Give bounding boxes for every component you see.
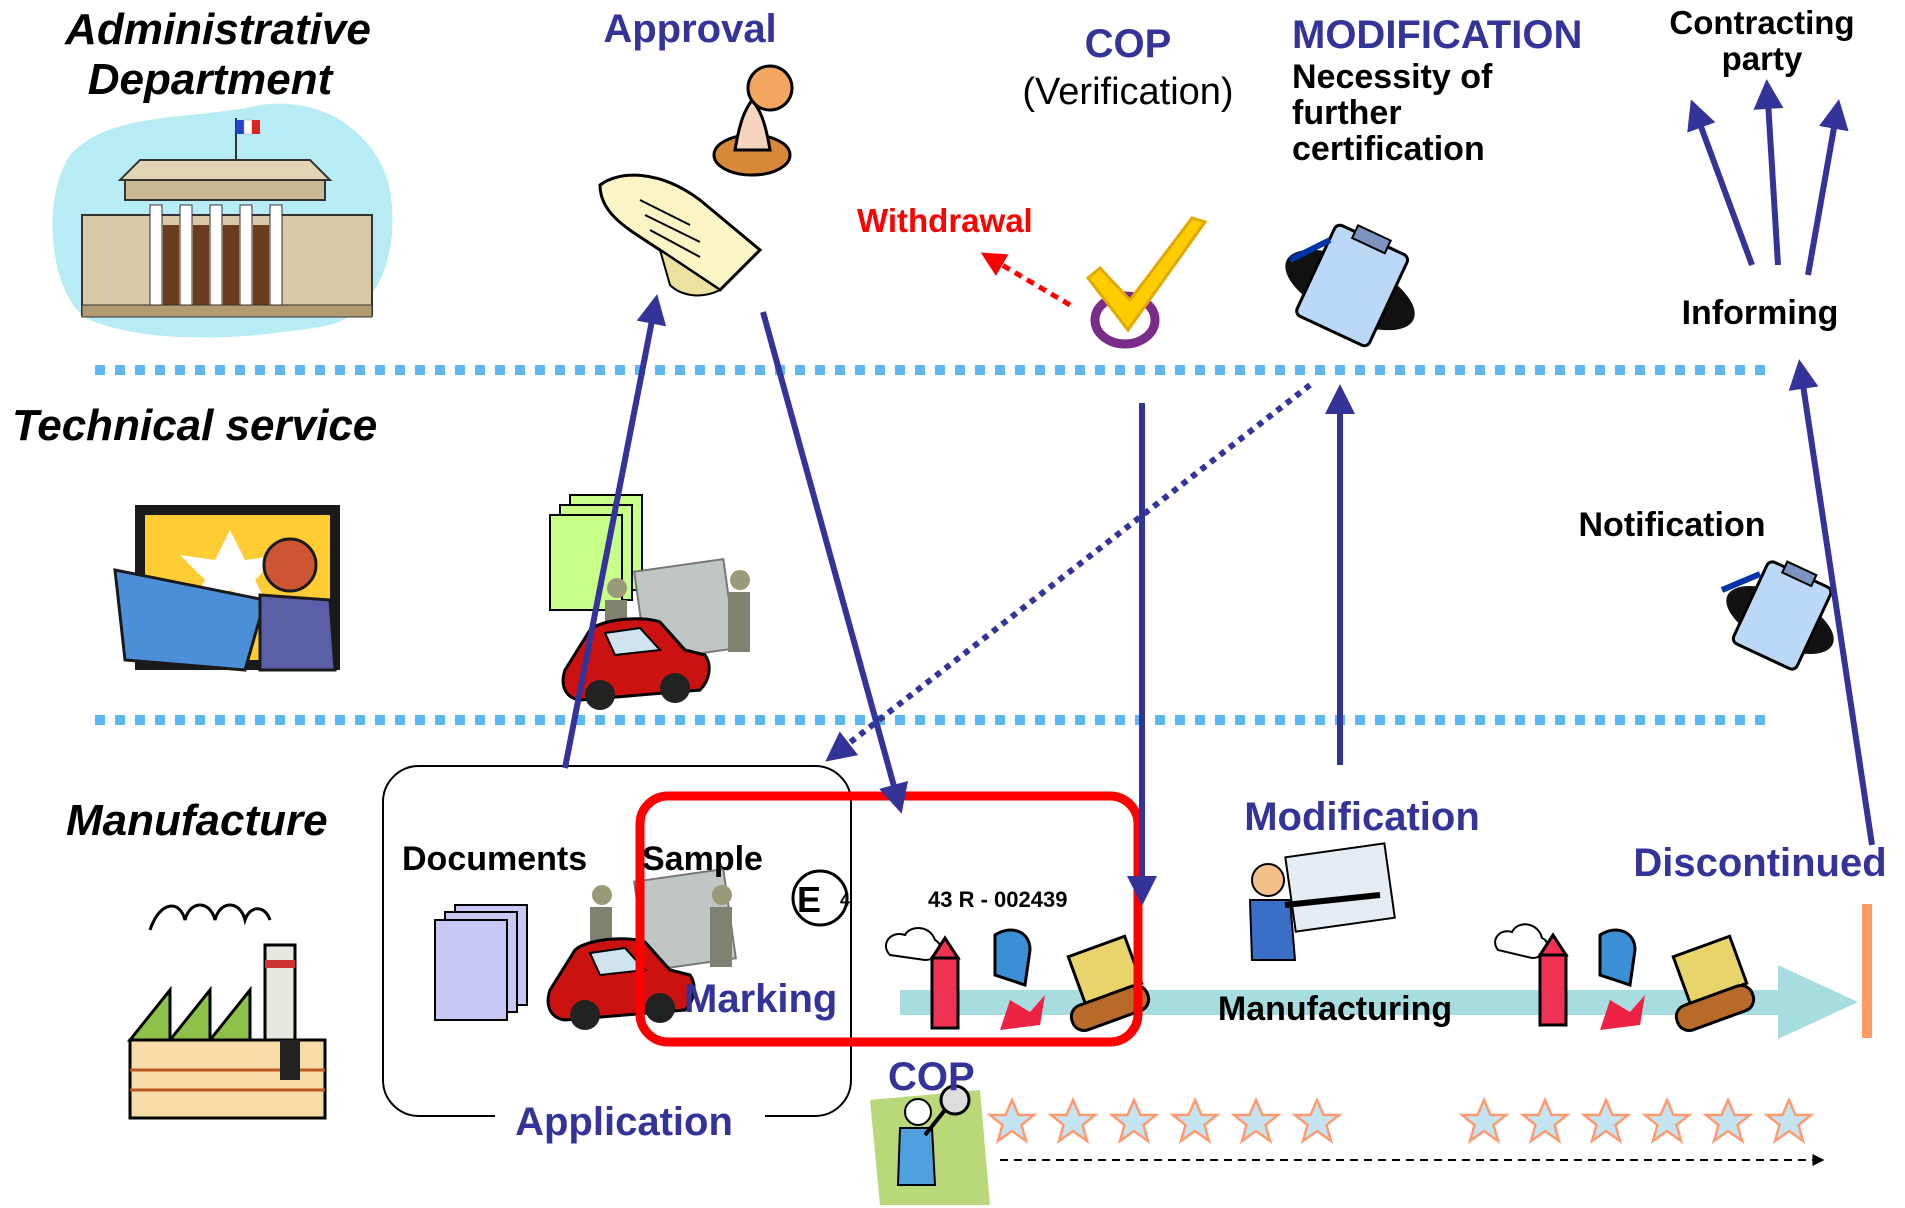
engineer-drawing-icon [113, 505, 340, 672]
production-line-icon [885, 927, 1151, 1033]
cop-bottom-label: COP [888, 1055, 975, 1099]
contracting-party-1: Contracting [1669, 4, 1854, 41]
cop-stars-left [988, 1098, 1341, 1143]
star-icon [1049, 1098, 1097, 1143]
withdrawal-label: Withdrawal [857, 202, 1033, 239]
arrow-withdrawal [980, 252, 1072, 308]
discontinued-bar [1862, 904, 1872, 1038]
e-mark-number: 4 [840, 890, 850, 910]
star-icon [1171, 1098, 1219, 1143]
magnifier-inspector-icon [870, 1084, 990, 1205]
star-icon [1110, 1098, 1158, 1143]
star-icon [1704, 1098, 1752, 1143]
arrow-approval-to-marking [760, 311, 909, 814]
arrow-modification-dotted [825, 382, 1312, 762]
cop-stars-right [1460, 1098, 1813, 1143]
courthouse-icon [52, 103, 393, 338]
row-label-admin-1: Administrative [64, 5, 371, 54]
informing-label: Informing [1682, 294, 1839, 332]
star-icon [1643, 1098, 1691, 1143]
star-icon [1765, 1098, 1813, 1143]
production-line-icon [1494, 923, 1756, 1033]
modification-sub-2: further [1292, 94, 1402, 132]
row-label-admin-2: Department [88, 55, 335, 104]
application-label: Application [515, 1100, 733, 1144]
star-icon [1521, 1098, 1569, 1143]
e-mark-letter: E [797, 879, 821, 920]
arrow-application-to-approval [562, 294, 667, 769]
car-icon [561, 617, 711, 710]
clipboard-icon [1285, 223, 1415, 348]
star-icon [1293, 1098, 1341, 1143]
row-label-technical: Technical service [12, 401, 377, 450]
approval-number: 43 R - 002439 [928, 887, 1067, 912]
cop-title: COP [1085, 22, 1172, 66]
documents-stack-icon [434, 904, 528, 1021]
manufacturing-arrow [900, 965, 1858, 1039]
star-icon [1460, 1098, 1508, 1143]
contracting-party-2: party [1722, 40, 1803, 77]
stamp-scroll-icon [598, 64, 794, 297]
star-icon [1582, 1098, 1630, 1143]
arrow-informing-center [1753, 79, 1784, 266]
documents-label: Documents [402, 840, 587, 878]
notification-label: Notification [1579, 506, 1766, 544]
star-icon [988, 1098, 1036, 1143]
sample-label: Sample [642, 840, 763, 878]
worker-modification-icon [1248, 842, 1396, 961]
marking-label: Marking [684, 977, 837, 1021]
checkmark-icon [1085, 216, 1208, 349]
e-mark-icon [791, 869, 849, 927]
discontinued-label: Discontinued [1633, 841, 1886, 885]
approval-label: Approval [603, 7, 776, 51]
arrow-informing-left [1687, 99, 1755, 267]
factory-icon [126, 903, 327, 1120]
row-label-manufacture: Manufacture [66, 796, 328, 845]
manufacturing-label: Manufacturing [1218, 990, 1452, 1028]
clipboard-icon [1720, 560, 1834, 671]
arrow-discontinued-to-informing [1788, 359, 1875, 846]
documents-stack-icon [549, 494, 643, 611]
cop-subtitle: (Verification) [1022, 71, 1233, 113]
modification-title: MODIFICATION [1292, 13, 1582, 57]
modification-sub-1: Necessity of [1292, 58, 1493, 96]
car-icon [546, 937, 696, 1030]
modification-label: Modification [1244, 795, 1480, 839]
arrow-informing-right [1805, 99, 1849, 276]
modification-sub-3: certification [1292, 130, 1485, 168]
star-icon [1232, 1098, 1280, 1143]
